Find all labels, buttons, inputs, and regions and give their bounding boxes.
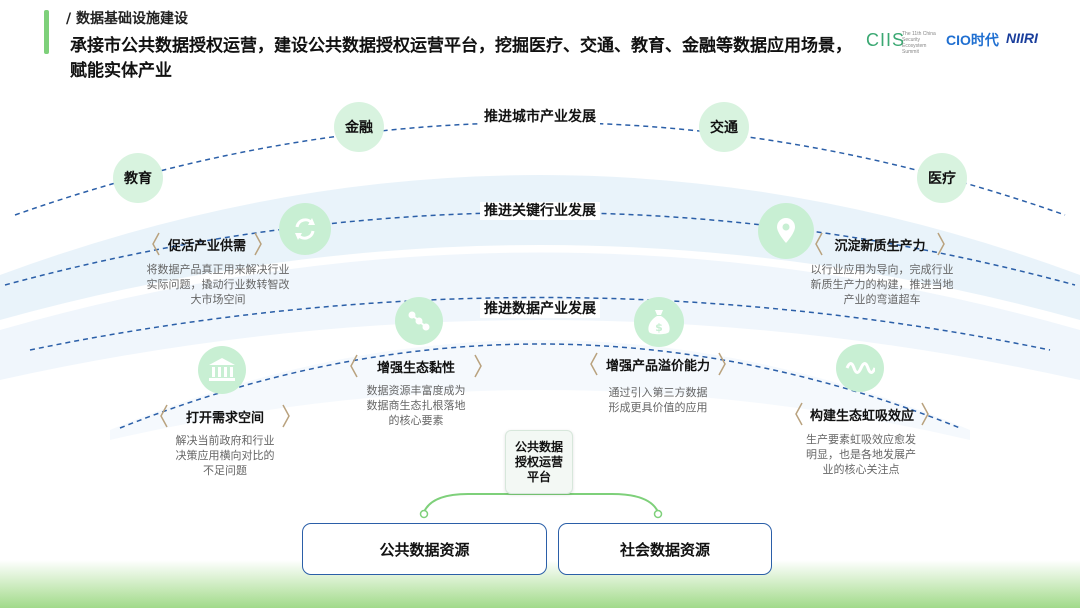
tag-product-premium: 增强产品溢价能力 (590, 352, 726, 376)
desc-ecosystem-siphon: 生产要素虹吸效应愈发明显，也是各地发展产业的核心关注点 (806, 433, 916, 476)
desc-ecosystem-stickiness: 数据资源丰富度成为数据商生态扎根落地的核心要素 (366, 384, 466, 427)
tag-promote-supply-demand: 促活产业供需 (152, 232, 262, 256)
svg-text:$: $ (655, 321, 663, 334)
bracket-left-icon (152, 232, 160, 256)
bracket-right-icon (254, 232, 262, 256)
desc-product-premium: 通过引入第三方数据形成更具价值的应用 (608, 386, 708, 414)
arc-label-industry: 推进关键行业发展 (480, 202, 600, 220)
connector-left (423, 493, 539, 513)
bracket-left-icon (350, 354, 358, 378)
arc-label-city: 推进城市产业发展 (480, 108, 600, 126)
inner-arc (29, 296, 1051, 351)
bank-icon (198, 346, 246, 394)
refresh-icon (279, 203, 331, 255)
tag-ecosystem-stickiness: 增强生态黏性 (350, 354, 482, 378)
desc-open-demand: 解决当前政府和行业决策应用横向对比的不足问题 (175, 434, 275, 477)
inner-band (110, 340, 970, 440)
core-arc (119, 343, 961, 429)
node-finance: 金融 (334, 102, 384, 152)
public-data-resource-box: 公共数据资源 (302, 523, 547, 575)
outer-band (0, 175, 1080, 320)
connector-dot-right (653, 509, 663, 519)
social-data-resource-box: 社会数据资源 (558, 523, 772, 575)
node-medical: 医疗 (917, 153, 967, 203)
bracket-left-icon (795, 402, 803, 426)
platform-box: 公共数据授权运营平台 (505, 430, 573, 494)
wave-icon (836, 344, 884, 392)
desc-new-productivity: 以行业应用为导向，完成行业新质生产力的构建，推进当地产业的弯道超车 (810, 263, 954, 306)
tag-ecosystem-siphon: 构建生态虹吸效应 (795, 402, 929, 426)
cio-logo: CIO时代 (946, 32, 999, 48)
accent-bar (44, 10, 49, 54)
money-bag-icon: $ (634, 297, 684, 347)
bracket-right-icon (718, 352, 726, 376)
location-pin-icon (758, 203, 814, 259)
node-education: 教育 (113, 153, 163, 203)
arc-label-data: 推进数据产业发展 (480, 300, 600, 318)
niiri-logo: NIIRI (1006, 30, 1038, 46)
desc-promote-supply-demand: 将数据产品真正用来解决行业实际问题，撬动行业数转智改大市场空间 (146, 263, 290, 306)
page-title: 承接市公共数据授权运营，建设公共数据授权运营平台，挖掘医疗、交通、教育、金融等数… (70, 36, 852, 81)
bracket-left-icon (815, 232, 823, 256)
bracket-left-icon (590, 352, 598, 376)
connector-right (539, 493, 659, 513)
bracket-right-icon (921, 402, 929, 426)
tag-open-demand: 打开需求空间 (160, 404, 290, 428)
ciis-logo: CIIS (866, 30, 906, 50)
bracket-right-icon (937, 232, 945, 256)
link-nodes-icon (395, 297, 443, 345)
ciis-logo-subtitle: The 11th China Security Ecosystem Summit (902, 31, 936, 55)
section-label: / 数据基础设施建设 (66, 11, 188, 27)
bracket-left-icon (160, 404, 168, 428)
connector-dot-left (419, 509, 429, 519)
bracket-right-icon (474, 354, 482, 378)
bracket-right-icon (282, 404, 290, 428)
tag-new-productivity: 沉淀新质生产力 (815, 232, 945, 256)
node-transport: 交通 (699, 102, 749, 152)
